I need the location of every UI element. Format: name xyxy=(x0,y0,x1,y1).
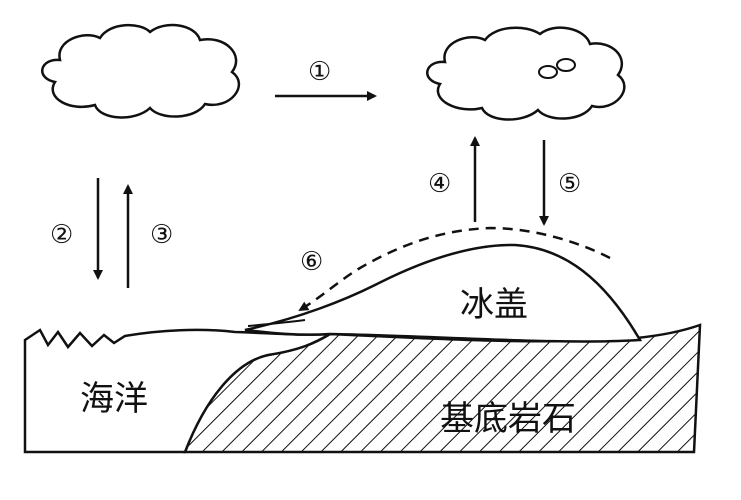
droplet xyxy=(538,65,558,79)
cloud-left xyxy=(41,23,240,119)
label-ice-cap: 冰盖 xyxy=(460,285,528,325)
ice-edge-line xyxy=(247,319,306,327)
arrow-6 xyxy=(298,226,611,312)
droplet xyxy=(556,58,576,72)
cloud-right xyxy=(426,26,626,121)
marker-4: ④ xyxy=(428,169,451,199)
ice-cap xyxy=(244,243,643,343)
marker-5: ⑤ xyxy=(558,169,581,199)
label-bedrock: 基底岩石 xyxy=(440,399,576,439)
marker-6: ⑥ xyxy=(300,247,323,277)
marker-2: ② xyxy=(50,220,73,250)
label-ocean: 海洋 xyxy=(80,379,148,419)
marker-1: ① xyxy=(308,57,331,87)
marker-3: ③ xyxy=(150,220,173,250)
